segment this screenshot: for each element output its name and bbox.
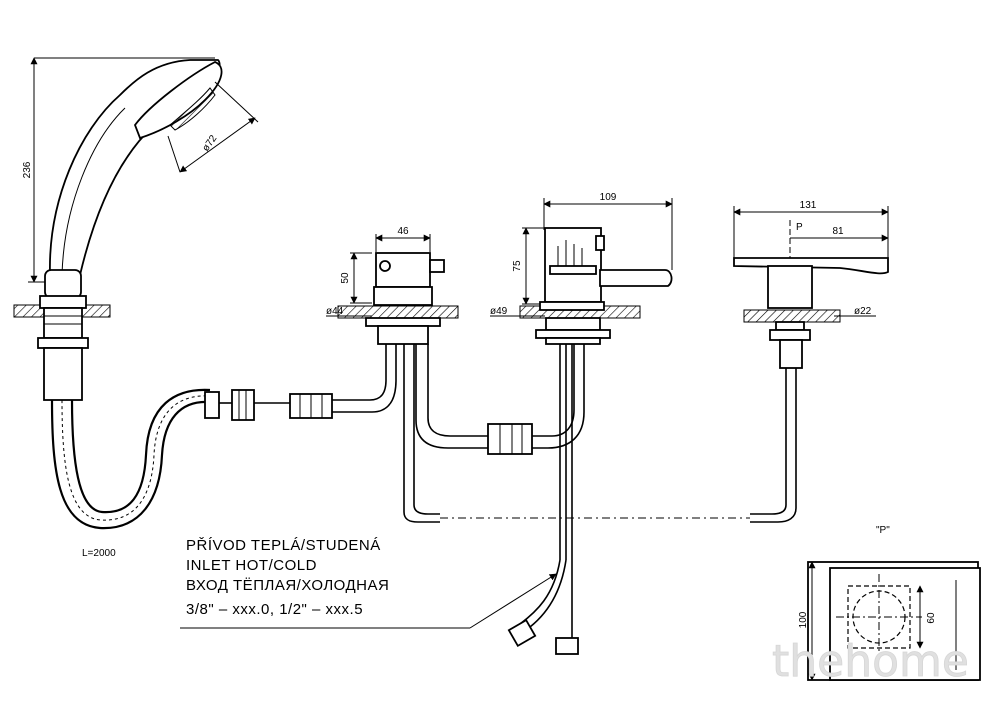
inlet-note-line3: ВХОД ТЁПЛАЯ/ХОЛОДНАЯ bbox=[186, 577, 389, 594]
inlet-note: PŘÍVOD TEPLÁ/STUDENÁ INLET HOT/COLD ВХОД… bbox=[180, 537, 557, 629]
mixer-base-label: ø49 bbox=[490, 306, 508, 317]
diverter-valve: 46 50 ø44 bbox=[326, 226, 490, 523]
spout-width-label: 131 bbox=[800, 200, 817, 211]
valve-height-label: 50 bbox=[340, 272, 351, 284]
mixer-width-label: 109 bbox=[600, 192, 617, 203]
watermark-logo: thehome bbox=[772, 636, 969, 687]
bath-spout: 131 81 P ø22 bbox=[733, 200, 889, 523]
shower-hose: L=2000 bbox=[50, 340, 397, 559]
spout-base-label: ø22 bbox=[854, 306, 872, 317]
view-height-label: 100 bbox=[798, 611, 809, 628]
section-p-label: P bbox=[796, 222, 803, 233]
detail-p-label: "P" bbox=[876, 525, 890, 536]
mixer-height-label: 75 bbox=[512, 260, 523, 272]
inlet-note-line4: 3/8" – xxx.0, 1/2" – xxx.5 bbox=[186, 601, 363, 618]
view-inner-label: 60 bbox=[926, 612, 937, 624]
valve-width-label: 46 bbox=[397, 226, 409, 237]
valve-base-label: ø44 bbox=[326, 306, 344, 317]
head-diameter-label: ø72 bbox=[201, 133, 220, 154]
detail-view-p: "P" 100 60 bbox=[798, 525, 981, 681]
spout-offset-label: 81 bbox=[832, 226, 844, 237]
inlet-note-line1: PŘÍVOD TEPLÁ/STUDENÁ bbox=[186, 537, 381, 554]
hose-length-label: L=2000 bbox=[82, 548, 116, 559]
hand-shower: 236 ø72 bbox=[13, 57, 259, 401]
inlet-note-line2: INLET HOT/COLD bbox=[186, 557, 317, 574]
basin-mixer: 109 75 ø49 bbox=[487, 192, 673, 655]
shower-height-label: 236 bbox=[22, 161, 33, 178]
